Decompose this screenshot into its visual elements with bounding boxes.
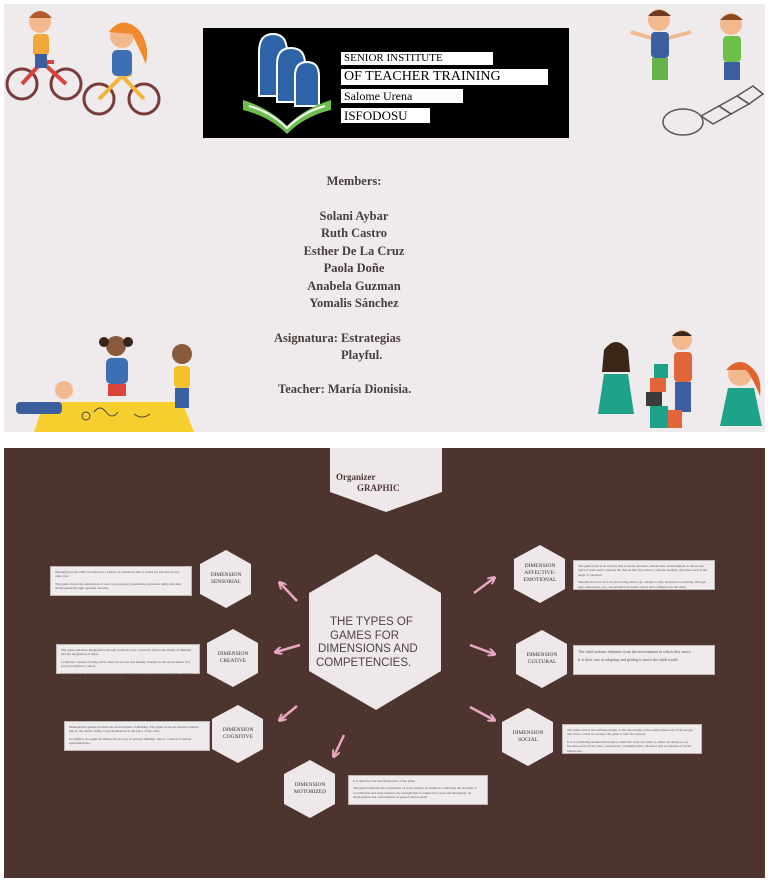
member-name: Solani Aybar — [319, 209, 389, 223]
central-title-line: DIMENSIONS AND — [318, 643, 418, 656]
arrow-motorized — [334, 734, 346, 756]
header-line-4: ISFODOSU — [341, 108, 430, 123]
arrow-cognitive — [280, 705, 298, 720]
textbox-motorized: It is therefore the best illustration of… — [348, 775, 488, 805]
subject-line-1: Asignatura: Estrategias — [274, 331, 401, 345]
arrow-sensorial — [280, 583, 298, 602]
central-title-line: GAMES FOR — [330, 629, 400, 642]
member-name: Ruth Castro — [320, 226, 388, 240]
textbox-affective: The game itself is an activity that prov… — [573, 560, 715, 590]
central-title-line: THE TYPES OF — [330, 616, 413, 628]
central-title: THE TYPES OF GAMES FOR DIMENSIONS AND CO… — [316, 616, 436, 670]
member-name: Paola Doñe — [323, 261, 385, 275]
organizer-slide: Organizer GRAPHIC — [4, 448, 765, 878]
arrow-creative — [276, 643, 301, 652]
member-name: Anabela Guzman — [307, 279, 401, 293]
textbox-creative: The game enhances imagination through sy… — [56, 644, 200, 680]
organizer-tab — [330, 448, 442, 512]
header-line-1: SENIOR INSTITUTE — [341, 52, 493, 65]
kids-blocks-illustration — [598, 330, 762, 428]
members-label: Members: — [326, 174, 382, 188]
arrow-social — [469, 705, 494, 720]
graphic-label: GRAPHIC — [357, 483, 400, 493]
member-name: Esther De La Cruz — [303, 244, 405, 258]
header-line-2: OF TEACHER TRAINING — [341, 69, 548, 85]
kids-drawing-illustration — [16, 336, 194, 432]
arrow-affective — [473, 578, 494, 594]
isfodosu-logo-icon — [243, 32, 331, 134]
cover-slide: SENIOR INSTITUTE OF TEACHER TRAINING Sal… — [4, 4, 765, 432]
header-line-3: Salome Urena — [341, 89, 463, 103]
central-hexagon — [309, 554, 441, 710]
textbox-sensorial: Through play the child can discover a va… — [50, 566, 192, 596]
institute-header: SENIOR INSTITUTE OF TEACHER TRAINING Sal… — [203, 28, 569, 138]
organizer-label: Organizer — [336, 472, 376, 482]
kids-bikes-illustration — [5, 11, 161, 116]
diagram-canvas — [200, 545, 567, 818]
member-name: Yomalis Sánchez — [309, 296, 399, 310]
central-title-line: COMPETENCIES. — [316, 656, 412, 669]
textbox-cognitive: Manipulative games promote the developme… — [64, 721, 210, 751]
subject-line-2: Playful. — [341, 348, 383, 362]
textbox-cultural: The child imitates elements from the env… — [573, 645, 715, 675]
textbox-social: The game allows the self-knowledge, to t… — [562, 724, 702, 754]
kids-hopscotch-illustration — [630, 9, 765, 136]
arrow-cultural — [469, 643, 494, 654]
teacher-line: Teacher: María Dionisia. — [278, 382, 412, 396]
